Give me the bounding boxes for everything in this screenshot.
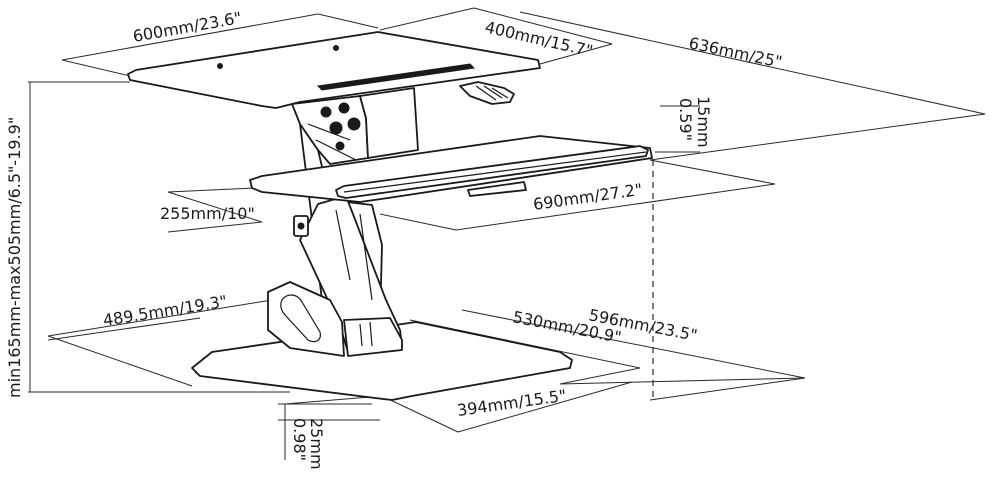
upper-arm (291, 87, 419, 165)
label-base-thickness-in: 0.98" (290, 418, 309, 461)
keyboard-tray (249, 135, 653, 203)
label-keyboard-width: 690mm/27.2" (532, 180, 644, 214)
label-base-thickness-mm: 25mm (307, 418, 326, 470)
label-keyboard-depth: 255mm/10" (160, 204, 255, 223)
label-base-width: 489.5mm/19.3" (102, 292, 229, 330)
label-top-width: 600mm/23.6" (131, 8, 243, 46)
adjust-handle (459, 81, 515, 105)
label-base-front: 394mm/15.5" (456, 386, 568, 420)
label-keyboard-thickness-mm: 15mm (694, 96, 713, 148)
label-top-diagonal: 636mm/25" (687, 33, 784, 71)
label-keyboard-thickness-in: 0.59" (676, 98, 695, 141)
top-platform (127, 31, 541, 109)
label-height-range: min165mm-max505mm/6.5"-19.9" (5, 117, 24, 398)
